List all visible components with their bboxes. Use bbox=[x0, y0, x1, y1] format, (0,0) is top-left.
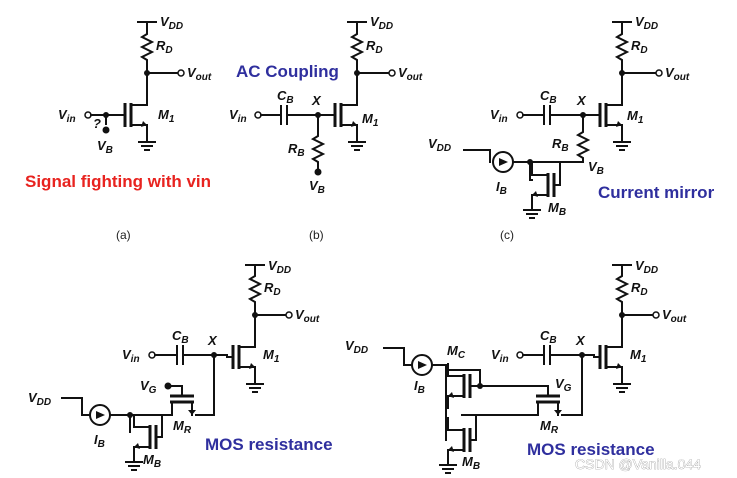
rd-label-a: R bbox=[156, 38, 166, 53]
svg-text:RD: RD bbox=[366, 38, 383, 56]
m1-sub-a: 1 bbox=[169, 114, 175, 125]
svg-text:X: X bbox=[575, 333, 586, 348]
svg-text:VB: VB bbox=[97, 138, 113, 156]
svg-text:MB: MB bbox=[548, 200, 566, 218]
svg-text:M1: M1 bbox=[158, 107, 175, 125]
svg-text:Vin: Vin bbox=[229, 107, 247, 125]
svg-text:VDD: VDD bbox=[370, 14, 393, 32]
mos-resistance-note-left: MOS resistance bbox=[205, 435, 333, 454]
svg-text:Vout: Vout bbox=[295, 307, 320, 325]
vdd-label-a: V bbox=[160, 14, 170, 29]
circuit-e: VDD RD Vout Vin CB X M1 MC VG MR VDD IB … bbox=[345, 258, 687, 474]
mos-resistance-note-right: MOS resistance bbox=[527, 440, 655, 459]
svg-text:IB: IB bbox=[496, 179, 507, 197]
svg-text:VDD: VDD bbox=[160, 14, 183, 32]
vin-sub-a: in bbox=[67, 114, 76, 125]
svg-text:CB: CB bbox=[172, 328, 189, 346]
svg-text:Vout: Vout bbox=[398, 65, 423, 83]
svg-text:VDD: VDD bbox=[635, 258, 658, 276]
svg-text:M1: M1 bbox=[627, 108, 644, 126]
svg-text:RD: RD bbox=[156, 38, 173, 56]
svg-text:VDD: VDD bbox=[268, 258, 291, 276]
circuit-c: VDD RD Vout Vin CB X M1 RB VB VDD IB MB … bbox=[428, 14, 715, 242]
svg-text:X: X bbox=[311, 93, 322, 108]
svg-text:VDD: VDD bbox=[428, 136, 451, 154]
svg-text:Vin: Vin bbox=[490, 107, 508, 125]
svg-text:VDD: VDD bbox=[28, 390, 51, 408]
circuit-a: VDD RD Vout Vin M1 ? VB Signal fighting … bbox=[25, 14, 212, 242]
signal-fighting-note: Signal fighting with vin bbox=[25, 172, 211, 191]
m1-label-a: M bbox=[158, 107, 170, 122]
vb-sub-a: B bbox=[106, 145, 113, 156]
svg-text:M1: M1 bbox=[630, 347, 647, 365]
svg-text:RD: RD bbox=[631, 38, 648, 56]
caption-a: (a) bbox=[116, 228, 131, 242]
svg-text:CB: CB bbox=[540, 328, 557, 346]
caption-c: (c) bbox=[500, 228, 514, 242]
svg-text:VB: VB bbox=[309, 178, 325, 196]
svg-text:MB: MB bbox=[143, 452, 161, 470]
question-mark: ? bbox=[93, 116, 101, 131]
svg-text:Vin: Vin bbox=[491, 347, 509, 365]
m1-transistor-a bbox=[117, 91, 149, 139]
caption-b: (b) bbox=[309, 228, 324, 242]
svg-text:CB: CB bbox=[277, 88, 294, 106]
svg-text:Vout: Vout bbox=[662, 307, 687, 325]
svg-text:M1: M1 bbox=[362, 111, 379, 129]
circuit-b: VDD RD Vout Vin CB X M1 RB VB AC Couplin… bbox=[229, 14, 423, 242]
svg-text:Vout: Vout bbox=[665, 65, 690, 83]
svg-text:MB: MB bbox=[462, 454, 480, 472]
watermark-text: CSDN @Vanilla.044 bbox=[575, 456, 701, 472]
svg-text:VDD: VDD bbox=[635, 14, 658, 32]
svg-text:RD: RD bbox=[264, 280, 281, 298]
svg-text:Vin: Vin bbox=[58, 107, 76, 125]
svg-text:CB: CB bbox=[540, 88, 557, 106]
ac-coupling-note: AC Coupling bbox=[236, 62, 339, 81]
svg-text:X: X bbox=[576, 93, 587, 108]
vout-sub-a: out bbox=[196, 72, 212, 83]
svg-text:VG: VG bbox=[140, 378, 157, 396]
vb-label-a: V bbox=[97, 138, 107, 153]
svg-text:MC: MC bbox=[447, 343, 466, 361]
vdd-sub-a: DD bbox=[169, 21, 183, 32]
vin-label-a: V bbox=[58, 107, 68, 122]
svg-text:RB: RB bbox=[288, 141, 305, 159]
svg-text:IB: IB bbox=[414, 378, 425, 396]
current-mirror-note: Current mirror bbox=[598, 183, 715, 202]
rd-resistor-a bbox=[141, 29, 153, 65]
svg-text:RB: RB bbox=[552, 136, 569, 154]
svg-text:M1: M1 bbox=[263, 347, 280, 365]
svg-text:MR: MR bbox=[173, 418, 192, 436]
svg-text:RD: RD bbox=[631, 280, 648, 298]
svg-text:Vin: Vin bbox=[122, 347, 140, 365]
svg-text:VDD: VDD bbox=[345, 338, 368, 356]
svg-text:Vout: Vout bbox=[187, 65, 212, 83]
circuit-d: VDD RD Vout Vin CB X M1 VG MR VDD IB MB … bbox=[28, 258, 333, 471]
svg-text:IB: IB bbox=[94, 432, 105, 450]
vout-label-a: V bbox=[187, 65, 197, 80]
ground-a bbox=[138, 141, 156, 151]
rd-sub-a: D bbox=[165, 45, 172, 56]
svg-text:VB: VB bbox=[588, 159, 604, 177]
svg-text:X: X bbox=[207, 333, 218, 348]
svg-text:MR: MR bbox=[540, 418, 559, 436]
svg-text:VG: VG bbox=[555, 376, 572, 394]
